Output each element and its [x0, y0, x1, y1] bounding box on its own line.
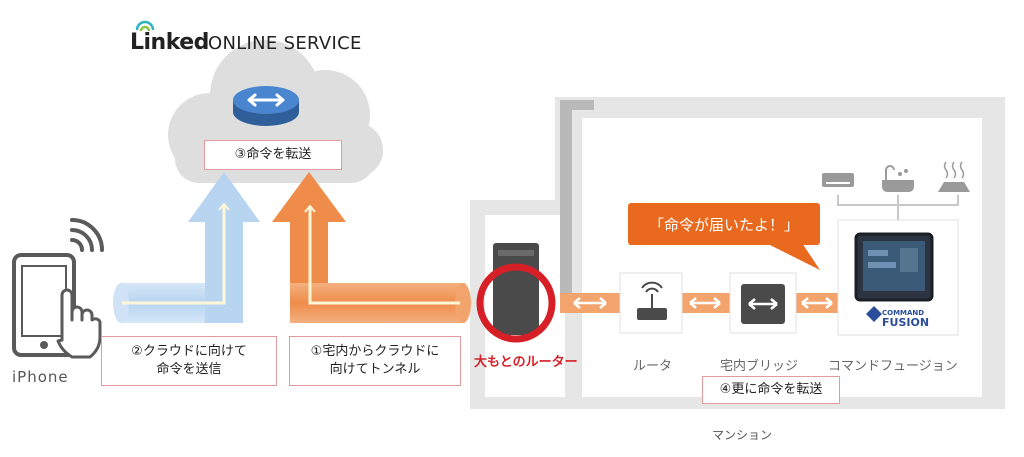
device-wiring	[837, 195, 959, 220]
command-fusion-label: コマンドフュージョン	[828, 359, 958, 374]
main-router-icon	[476, 243, 556, 343]
tapping-hand-icon	[56, 288, 102, 359]
callout-tail	[760, 240, 820, 270]
step1-text-line2: 向けてトンネル	[329, 362, 421, 377]
router-label: ルータ	[633, 359, 673, 374]
iphone-label: iPhone	[12, 368, 69, 386]
bridge-label: 宅内ブリッジ	[720, 359, 799, 374]
callout-text: 「命令が届いたよ！」	[648, 215, 799, 234]
command-fusion-logo: COMMAND FUSION	[882, 308, 942, 328]
step3-label: ③命令を転送	[204, 140, 342, 170]
smartphone-icon	[12, 253, 76, 357]
wifi-router-icon	[619, 272, 683, 334]
step4-label: ④更に命令を転送	[702, 376, 840, 404]
orange-pipe	[272, 172, 471, 323]
link-bridge-to-panel	[795, 293, 840, 313]
cloud-router-icon	[233, 86, 299, 126]
step4-text: ④更に命令を転送	[719, 382, 823, 397]
cf-logo-top: COMMAND	[882, 309, 925, 317]
bathtub-icon	[882, 165, 914, 192]
main-router-label: 大もとのルーター	[474, 355, 578, 370]
step1-text-line1: ①宅内からクラウドに	[310, 344, 440, 359]
logo: Linked ONLINE SERVICE	[130, 18, 420, 58]
logo-wifi-icon	[135, 20, 155, 32]
link-main-to-router	[560, 293, 620, 313]
air-conditioner-icon	[822, 173, 854, 187]
logo-brand: Linked	[130, 30, 209, 55]
callout-bubble: 「命令が届いたよ！」	[628, 203, 820, 245]
cf-logo-bottom: FUSION	[882, 316, 930, 329]
step2-text-line2: 命令を送信	[156, 362, 222, 377]
building-pipe	[560, 100, 572, 300]
step2-text-line1: ②クラウドに向けて	[131, 344, 247, 359]
blue-pipe	[113, 172, 260, 323]
wifi-signal-icon	[70, 218, 104, 252]
touch-panel-icon	[837, 219, 959, 336]
step2-label: ②クラウドに向けて 命令を送信	[101, 336, 277, 386]
bridge-icon	[729, 272, 797, 334]
mansion-label: マンション	[712, 428, 773, 442]
step1-label: ①宅内からクラウドに 向けてトンネル	[289, 336, 461, 386]
step3-text: ③命令を転送	[234, 147, 312, 162]
logo-service: ONLINE SERVICE	[208, 33, 362, 54]
link-router-to-bridge	[680, 293, 730, 313]
floor-heating-icon	[938, 161, 970, 192]
